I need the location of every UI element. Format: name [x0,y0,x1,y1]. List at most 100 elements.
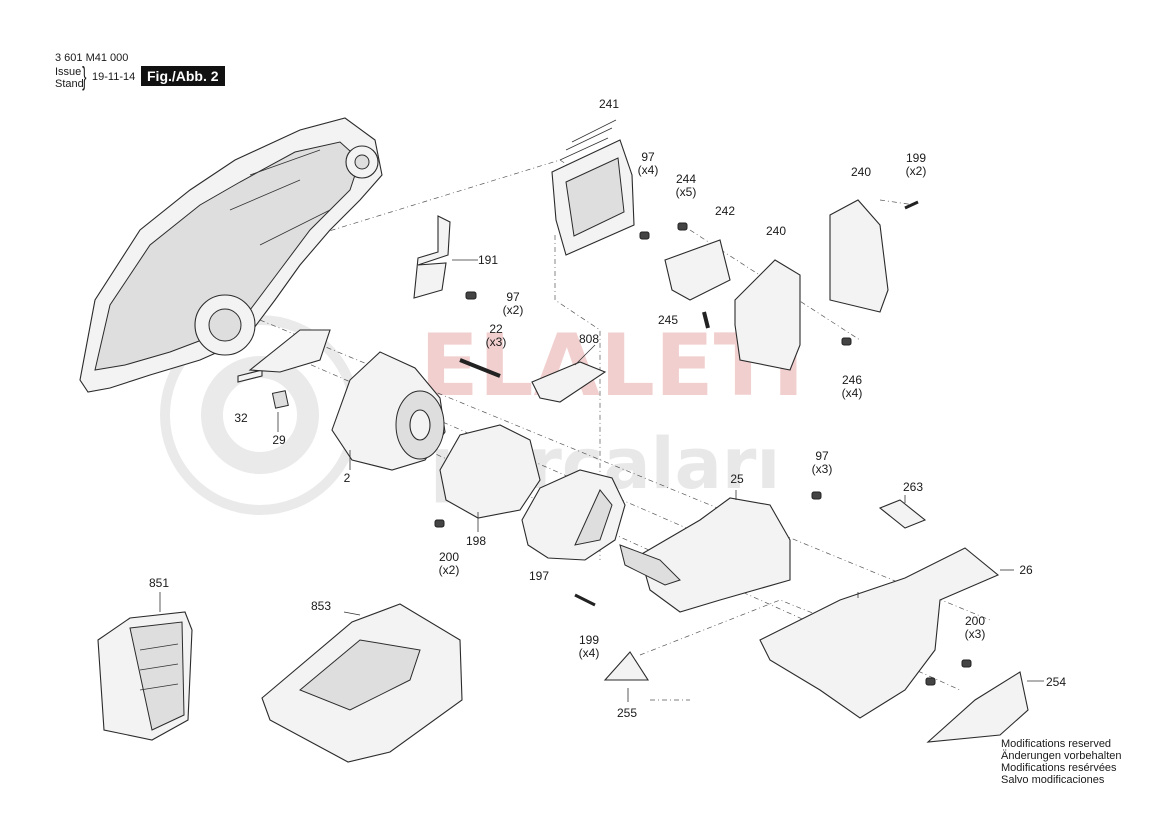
callout-851: 851 [149,577,169,590]
callout-quantity: (x4) [637,163,659,177]
callout-255: 255 [617,707,637,720]
callout-part-number: 22 [489,322,503,336]
callout-200-x2: 200(x2) [439,551,460,577]
callout-808: 808 [579,333,599,346]
callout-246-x4: 246(x4) [842,374,863,400]
callout-242: 242 [715,205,735,218]
callout-part-number: 191 [477,253,499,267]
callout-part-number: 263 [902,480,924,494]
callout-200-x3: 200(x3) [965,615,986,641]
issue-date: 19-11-14 [92,71,136,83]
callout-quantity: (x2) [438,563,460,577]
part-25-rail [619,544,681,586]
callout-quantity: (x3) [811,462,833,476]
callout-240-lower: 240 [766,225,786,238]
part-263-label [878,499,927,529]
issue-brace: } [82,61,87,91]
callout-97-x2: 97(x2) [503,291,524,317]
callout-part-number: 199 [578,633,600,647]
watermark-gear [201,356,319,474]
callout-quantity: (x2) [502,303,524,317]
note-german: Änderungen vorbehalten [1001,750,1122,762]
stand-label: Stand [55,78,84,90]
callout-263: 263 [903,481,923,494]
part-29-pad [271,390,289,409]
callout-part-number: 853 [310,599,332,613]
saw-housing [79,117,383,393]
note-english: Modifications reserved [1001,738,1112,750]
screws [434,200,972,686]
callout-197: 197 [529,570,549,583]
callout-part-number: 97 [506,290,520,304]
callout-part-number: 32 [234,411,248,425]
callout-part-number: 245 [657,313,679,327]
callout-245: 245 [658,314,678,327]
callout-241: 241 [599,98,619,111]
part-197-cover [521,469,626,561]
part-853-charger [261,603,463,763]
callout-quantity: (x3) [485,335,507,349]
callout-853: 853 [311,600,331,613]
callout-244: 244(x5) [676,173,697,199]
part-198-shroud [439,424,541,519]
callout-part-number: 97 [641,150,655,164]
callout-32: 32 [234,412,247,425]
callout-part-number: 851 [148,576,170,590]
part-241-electronics [551,119,635,256]
callout-leader-lines [159,259,1044,702]
part-2-motor [331,351,446,471]
callout-254: 254 [1046,676,1066,689]
callout-191: 191 [478,254,498,267]
callout-part-number: 246 [841,373,863,387]
callout-part-number: 240 [850,165,872,179]
note-french: Modifications resérvées [1001,762,1117,774]
callout-quantity: (x3) [964,627,986,641]
callout-part-number: 97 [815,449,829,463]
callout-part-number: 29 [272,433,286,447]
callout-quantity: (x4) [578,646,600,660]
part-808-label [531,361,607,403]
callout-part-number: 25 [730,472,744,486]
callout-part-number: 198 [465,534,487,548]
document-number: 3 601 M41 000 [55,52,129,64]
callout-22-x3: 22(x3) [486,323,507,349]
callout-25: 25 [730,473,743,486]
callout-part-number: 2 [343,471,351,485]
part-32-gasket [248,329,331,373]
part-254-guard [926,671,1029,743]
callout-quantity: (x4) [841,386,863,400]
issue-label: Issue [55,66,82,78]
callout-2: 2 [344,472,351,485]
callout-part-number: 242 [714,204,736,218]
part-191-bracket [413,215,451,299]
callout-part-number: 200 [964,614,986,628]
callout-part-number: 241 [598,97,620,111]
callout-part-number: 26 [1019,563,1033,577]
callout-part-number: 240 [765,224,787,238]
callout-26: 26 [1019,564,1032,577]
callout-part-number: 254 [1045,675,1067,689]
callout-quantity: (x5) [675,185,697,199]
callout-29: 29 [272,434,285,447]
part-851-battery [97,611,193,741]
part-240-holder-lower [734,259,801,371]
callout-199-x4: 199(x4) [579,634,600,660]
callout-97-x3: 97(x3) [812,450,833,476]
part-26-cover [759,547,1000,719]
part-25-housing [639,497,791,613]
callout-part-number: 199 [905,151,927,165]
part-242-switch [664,239,731,301]
note-spanish: Salvo modificaciones [1001,774,1105,786]
callout-part-number: 200 [438,550,460,564]
callout-part-number: 197 [528,569,550,583]
callout-part-number: 244 [675,172,697,186]
callout-part-number: 808 [578,332,600,346]
callout-quantity: (x2) [905,164,927,178]
figure-label: Fig./Abb. 2 [141,66,225,86]
callout-240-upper: 240 [851,166,871,179]
callout-199-x2: 199(x2) [906,152,927,178]
callout-97-x4: 97(x4) [638,151,659,177]
part-255-pad [603,651,650,681]
